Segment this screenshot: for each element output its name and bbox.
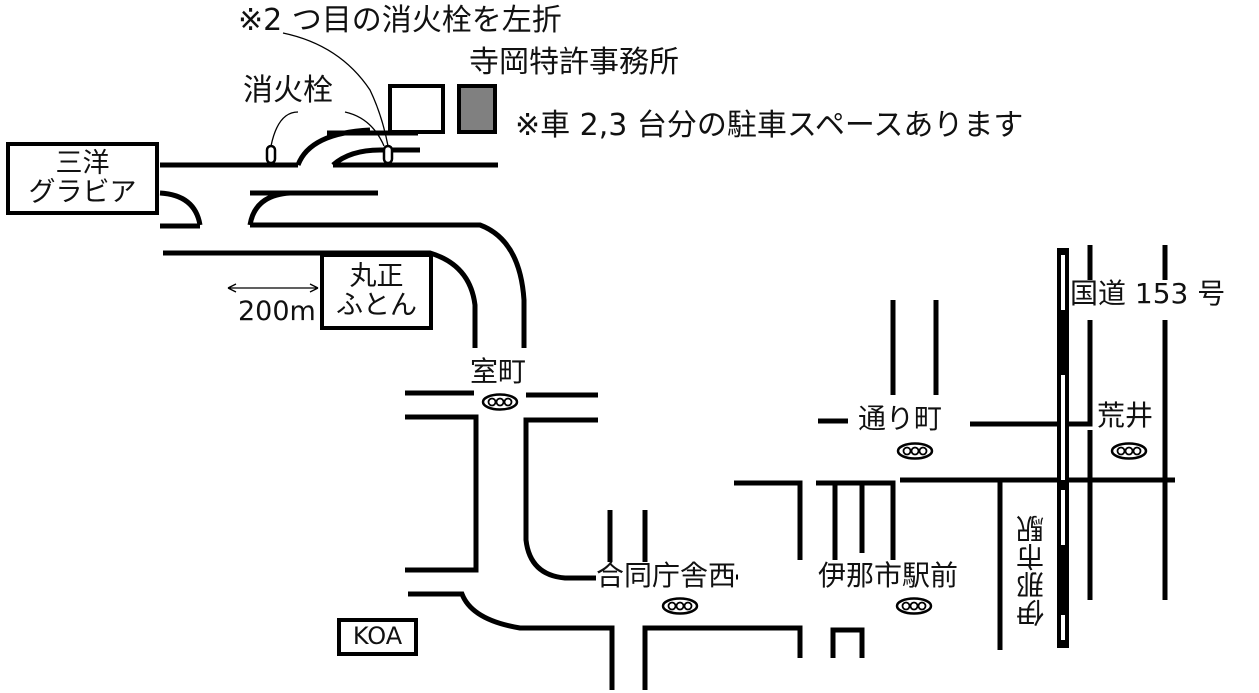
road-edge-b — [250, 222, 527, 348]
fire-hydrant-icon — [265, 144, 277, 165]
landmark-koa: KOA — [337, 618, 418, 656]
road-toorimachi-sw — [816, 480, 896, 560]
traffic-signal-icon — [661, 597, 699, 615]
intersection-toorimachi: 通り町 — [858, 402, 943, 435]
distance-label: 200m — [238, 296, 316, 327]
traffic-signal-icon — [481, 393, 519, 411]
muromachi-sw — [405, 414, 479, 573]
turn-note: ※2 つ目の消火栓を左折 — [238, 3, 562, 38]
office-building — [457, 84, 497, 134]
muromachi-se — [523, 417, 598, 581]
office-name: 寺岡特許事務所 — [469, 45, 679, 80]
route-153-label: 国道 153 号 — [1070, 277, 1226, 310]
intersection-ekimae: 伊那市駅前 — [818, 559, 959, 592]
railway-dash — [1061, 615, 1065, 640]
road-office-driveway — [331, 147, 420, 167]
road-curve-west — [247, 190, 291, 226]
goudou-se — [642, 625, 803, 690]
intersection-muromachi: 室町 — [470, 355, 527, 388]
building-outline — [388, 84, 445, 134]
ekimae-nw — [734, 480, 803, 560]
double-arrow-icon — [227, 283, 319, 293]
parking-note: ※車 2,3 台分の駐車スペースあります — [515, 108, 1024, 143]
hydrant-leader-1 — [270, 111, 299, 147]
ekimae-sw — [830, 627, 865, 658]
road-toorimachi-east — [970, 320, 1093, 427]
landmark-sanyo-gravure: 三洋 グラビア — [6, 142, 159, 215]
marusho-line1: 丸正 — [349, 261, 404, 293]
marusho-line2: ふとん — [336, 289, 417, 321]
fire-hydrant-icon — [382, 144, 394, 165]
railway-dash — [1061, 375, 1065, 480]
railway-dash — [1061, 255, 1065, 310]
road-koa-curve — [408, 591, 615, 690]
road-curve-sanyo — [159, 190, 203, 226]
station-inashi-label: 伊那市駅 — [1015, 515, 1048, 627]
ekimae-ne — [832, 480, 865, 560]
ekimae-e — [900, 477, 1175, 650]
hydrant-label: 消火栓 — [243, 73, 333, 108]
traffic-signal-icon — [1110, 442, 1148, 460]
sanyo-line2: グラビア — [28, 176, 137, 208]
intersection-goudou: 合同庁舎西 — [596, 559, 737, 592]
traffic-signal-icon — [895, 597, 933, 615]
sanyo-line1: 三洋 — [55, 148, 110, 180]
traffic-signal-icon — [896, 442, 934, 460]
railway-dash — [1061, 490, 1065, 545]
intersection-arai: 荒井 — [1097, 399, 1154, 432]
turn-note-leader — [282, 32, 389, 147]
hydrant-leader-2 — [344, 111, 385, 147]
landmark-marusho-futon: 丸正 ふとん — [320, 253, 433, 330]
